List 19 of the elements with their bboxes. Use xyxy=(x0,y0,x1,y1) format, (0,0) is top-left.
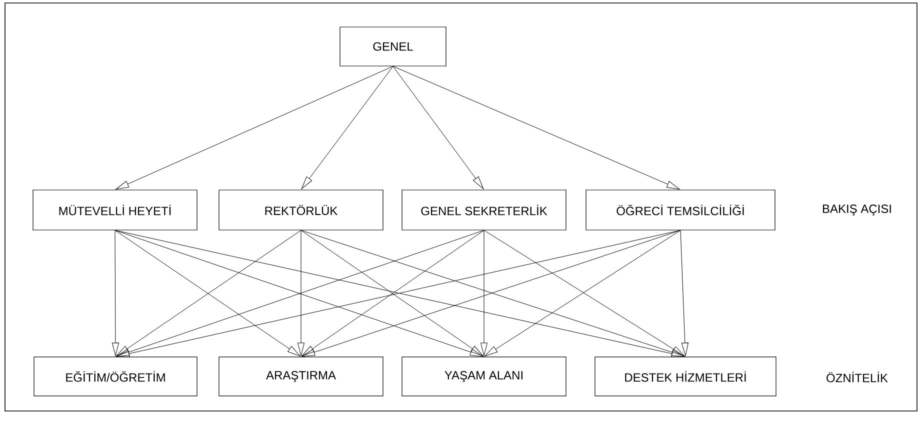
process-box: YAŞAM ALANI xyxy=(402,356,566,396)
process-box: EĞİTİM/ÖĞRETİM xyxy=(34,356,198,396)
process-box: DESTEK HİZMETLERİ xyxy=(594,356,776,396)
arrow xyxy=(480,230,488,356)
process-box: ARAŞTIRMA xyxy=(218,356,384,396)
row-label: BAKIŞ AÇISI xyxy=(822,204,891,216)
arrow xyxy=(680,230,688,356)
row-label: ÖZNİTELİK xyxy=(826,372,888,382)
process-box: GENEL SEKRETERLİK xyxy=(402,190,566,230)
arrow xyxy=(392,66,484,190)
arrow xyxy=(112,230,119,356)
arrow xyxy=(298,230,304,356)
process-box: REKTÖRLÜK xyxy=(218,190,384,230)
process-box: GENEL xyxy=(340,26,446,66)
process-box: MÜTEVELLİ HEYETİ xyxy=(32,190,198,230)
process-box: ÖĞRECİ TEMSİLCİLİĞİ xyxy=(586,190,776,230)
arrow xyxy=(116,66,394,190)
arrow xyxy=(301,66,394,190)
arrow xyxy=(392,66,680,190)
